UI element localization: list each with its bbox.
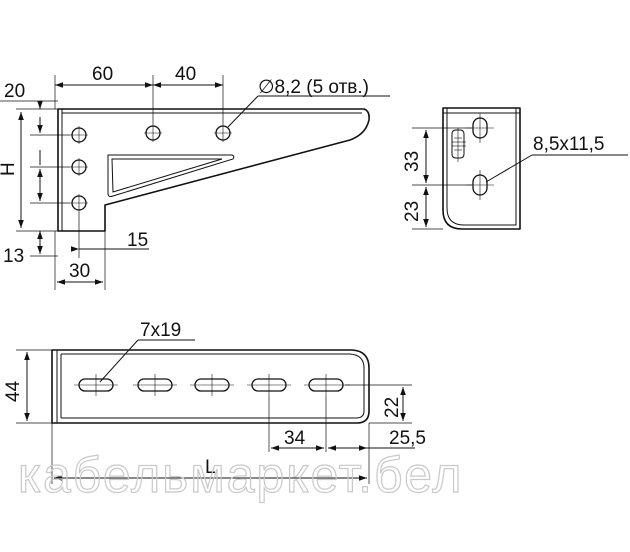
bracket-extension-lines bbox=[0, 75, 224, 290]
dim-side-slot: 8,5x11,5 bbox=[533, 134, 604, 155]
dim-length-L: L bbox=[205, 457, 216, 478]
dim-23: 23 bbox=[402, 201, 423, 222]
bottom-view-outline bbox=[51, 349, 370, 424]
dim-20: 20 bbox=[4, 81, 25, 102]
dim-33: 33 bbox=[402, 151, 423, 172]
end-view-outline bbox=[442, 107, 521, 230]
bracket-bottom-view bbox=[16, 339, 415, 484]
dim-22: 22 bbox=[382, 397, 403, 418]
dim-bottom-slot: 7x19 bbox=[140, 320, 181, 341]
dim-15: 15 bbox=[127, 230, 148, 251]
dim-44: 44 bbox=[3, 380, 24, 402]
dim-height-H: H bbox=[0, 162, 19, 176]
dim-25-5: 25,5 bbox=[389, 428, 426, 449]
bracket-side-view bbox=[0, 75, 390, 290]
bracket-triangle-cutout bbox=[107, 154, 235, 198]
bottom-view-slots bbox=[74, 374, 350, 396]
bracket-end-view bbox=[412, 107, 628, 230]
bracket-holes bbox=[70, 124, 232, 212]
dim-30: 30 bbox=[69, 261, 90, 282]
bracket-plate-outline bbox=[57, 108, 370, 232]
dim-hole-diameter: ∅8,2 (5 отв.) bbox=[258, 77, 369, 98]
bracket-triangle-cutout-inner bbox=[111, 158, 223, 193]
dim-34: 34 bbox=[284, 428, 306, 449]
dim-13: 13 bbox=[3, 246, 24, 267]
dim-40: 40 bbox=[175, 64, 196, 85]
dim-60: 60 bbox=[92, 64, 113, 85]
watermark-text: кабельмаркет.бел bbox=[18, 447, 463, 503]
